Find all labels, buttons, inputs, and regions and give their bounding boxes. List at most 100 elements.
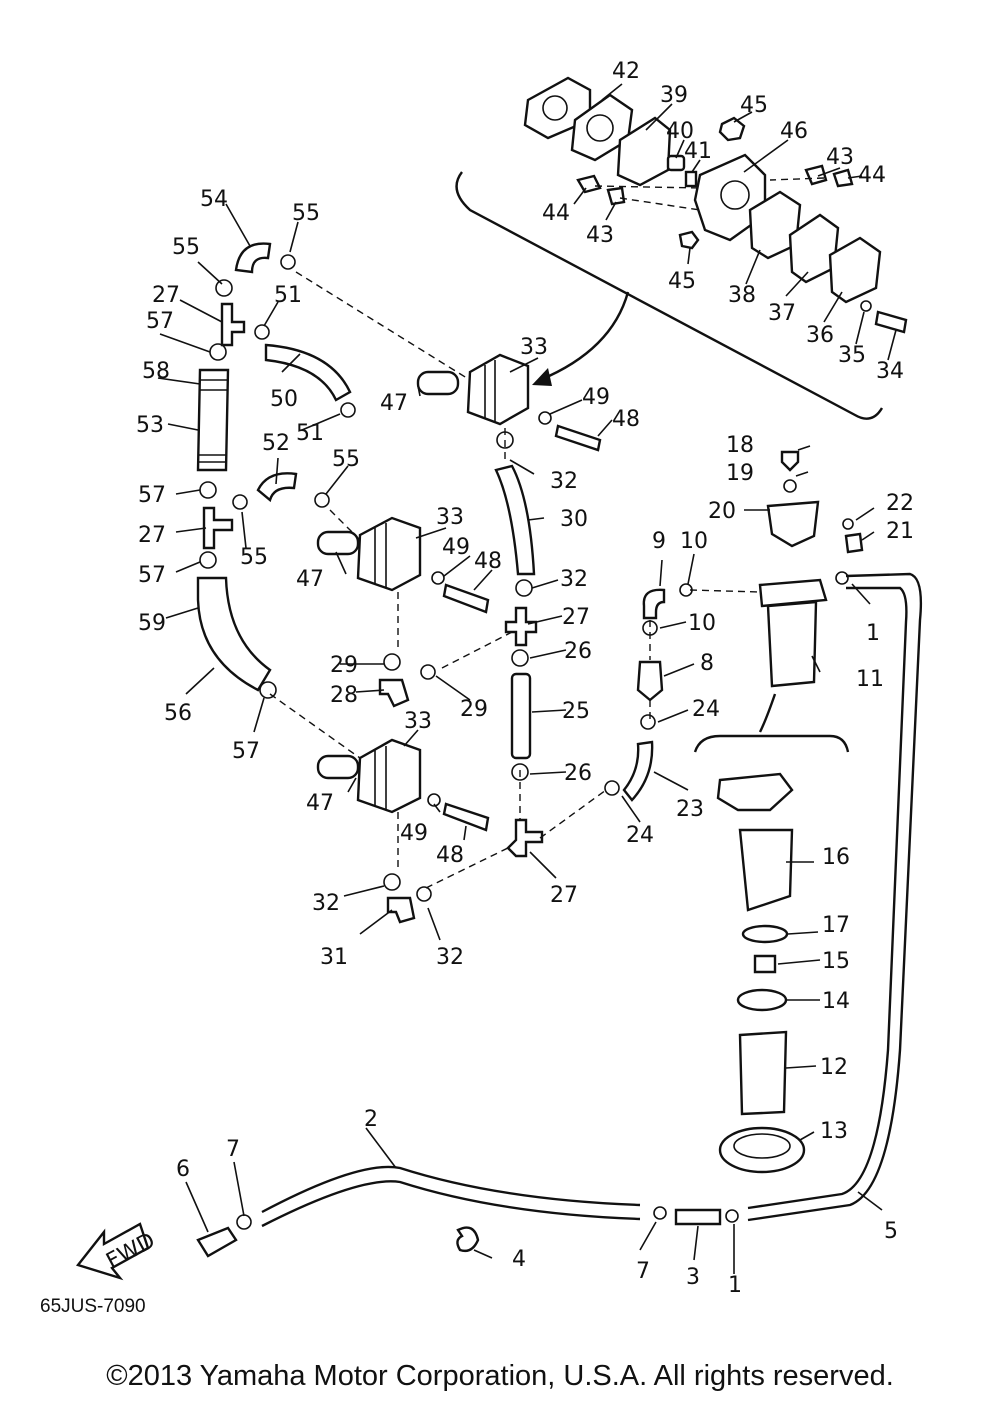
callout-6: 6 [176,1157,190,1182]
clamp-51a [254,324,270,340]
callout-leader-lines [157,83,897,1274]
callout-13: 13 [820,1119,848,1144]
callout-50: 50 [270,387,298,412]
callout-25: 25 [562,699,590,724]
copyright-notice: ©2013 Yamaha Motor Corporation, U.S.A. A… [106,1360,894,1392]
fuel-pump-detail-group [455,76,908,420]
callout-32a: 32 [550,469,578,494]
callout-39: 39 [660,83,688,108]
clamp-24b [640,714,656,730]
callout-43b: 43 [826,145,854,170]
washer-19 [783,479,797,493]
callout-24b: 24 [692,697,720,722]
joint-27a [220,302,246,347]
callout-7b: 7 [636,1259,650,1284]
callout-19: 19 [726,461,754,486]
callout-33c: 33 [404,709,432,734]
callout-20: 20 [708,499,736,524]
callout-30: 30 [560,507,588,532]
element-16 [738,828,794,912]
callout-1b: 1 [728,1273,742,1298]
fuel-lines [196,571,923,1258]
callout-29b: 29 [460,697,488,722]
elbow-28 [378,678,410,708]
ring-nut-13-inner [733,1133,791,1159]
fuel-pump-33-mid-fins [374,523,387,588]
clamp-55c [232,494,248,510]
nut-45a [718,116,746,142]
callout-28: 28 [330,683,358,708]
pump-body-46-port [720,180,750,210]
hose-59-56 [196,576,272,692]
fuel-pump-33-bottom [356,738,422,814]
callout-29a: 29 [330,653,358,678]
hose-9 [642,588,666,620]
detail-pointer-arrow [539,291,630,382]
washer-35 [860,300,872,312]
nut-45b [678,230,700,250]
clamp-32b [515,579,533,597]
washer-49-bottom [427,793,441,807]
gasket-47-bottom [316,754,360,780]
detail-arrowhead [532,368,552,386]
clamp-51b [340,402,356,418]
filter-cup-12 [738,1030,788,1116]
hose-30 [494,464,536,576]
fuel-pump-33-mid [356,516,422,592]
gasket-47-top [416,370,460,396]
callout-55c: 55 [332,447,360,472]
dashed-routing-lines [269,271,761,889]
washer-49-top [538,411,552,425]
callout-1a: 1 [866,621,880,646]
hose-5-inner [747,586,908,1210]
callout-51b: 51 [296,421,324,446]
bracket-20 [766,500,820,548]
hose-58-rings [198,379,228,463]
callout-18: 18 [726,433,754,458]
callout-27c: 27 [562,605,590,630]
joint-27c [504,606,538,647]
callout-26b: 26 [564,761,592,786]
washer-22 [842,518,854,530]
callout-27b: 27 [138,523,166,548]
detail-bracket-line [455,171,884,420]
callout-57a: 57 [146,309,174,334]
bolt-21 [844,532,864,554]
left-hose-assembly [196,242,356,699]
callout-47b: 47 [296,567,324,592]
callout-7a: 7 [226,1137,240,1162]
callout-15: 15 [822,949,850,974]
clamp-7b [653,1206,667,1220]
callout-44a: 44 [542,201,570,226]
callout-26a: 26 [564,639,592,664]
detail-dashed-link [594,177,825,211]
clamp-57d [259,681,277,699]
callout-10b: 10 [688,611,716,636]
callout-41: 41 [684,139,712,164]
callout-38: 38 [728,283,756,308]
clamp-7a [236,1214,252,1230]
callout-57d: 57 [232,739,260,764]
spring-41 [684,170,698,188]
clamp-26a [511,649,529,667]
filter-detail-bracket [693,734,850,753]
clamp-1b [725,1209,739,1223]
callout-49b: 49 [442,535,470,560]
callout-24a: 24 [626,823,654,848]
hose-50 [264,343,352,402]
fuel-filter-assembly [636,450,864,1174]
callout-46: 46 [780,119,808,144]
callout-56: 56 [164,701,192,726]
clamp-55a [215,279,233,297]
clamp-32c [383,873,401,891]
callout-34: 34 [876,359,904,384]
check-valve-40 [666,154,686,172]
screw-44a [576,174,602,194]
callout-47a: 47 [380,391,408,416]
filter-14 [736,988,788,1012]
callout-4: 4 [512,1247,526,1272]
callout-33a: 33 [520,335,548,360]
callout-59: 59 [138,611,166,636]
